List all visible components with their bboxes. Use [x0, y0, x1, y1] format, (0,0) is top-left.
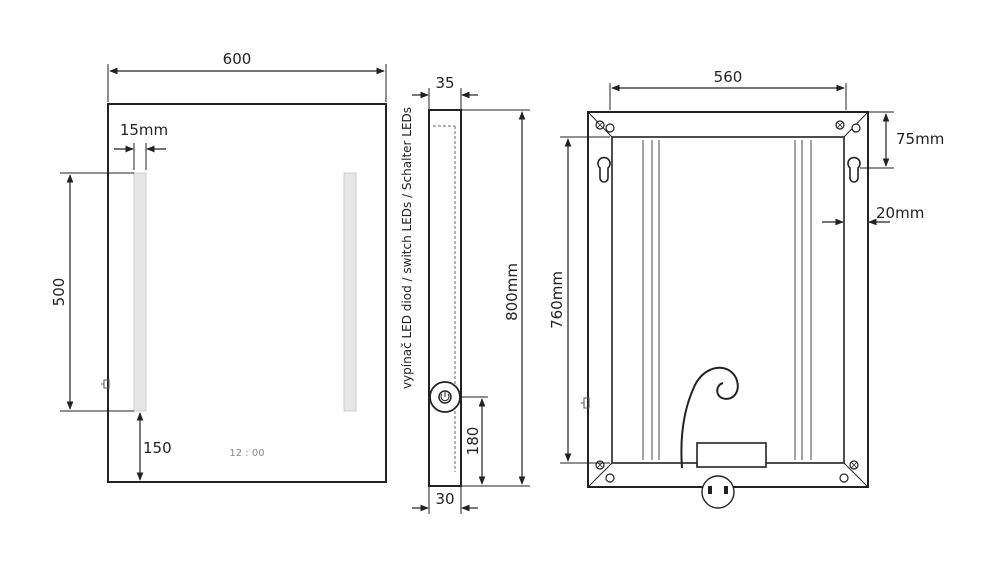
- led-height-label: 500: [50, 278, 68, 307]
- switch-height-label: 180: [464, 427, 482, 456]
- back-frame-outer: [587, 111, 869, 488]
- back-frame-inner: [611, 136, 845, 464]
- left-led-strip: [133, 172, 147, 412]
- corner-screw-icons: [595, 120, 861, 483]
- back-rails: [642, 140, 812, 460]
- bottom-offset-label: 150: [143, 439, 172, 457]
- back-view: 560: [548, 68, 944, 509]
- side-profile-outline: [428, 109, 462, 487]
- mirror-front-outline: [107, 103, 387, 483]
- back-switch-icon: [581, 397, 590, 409]
- front-width-label: 600: [223, 50, 252, 68]
- side-depth-top-label: 35: [435, 74, 454, 92]
- right-led-strip: [343, 172, 357, 412]
- switch-description-label: vypínač LED diod / switch LEDs / Schalte…: [400, 107, 414, 389]
- keyhole-hanger-icons: [597, 156, 861, 183]
- power-cable-icon: [680, 366, 739, 469]
- front-view: 600 15mm 500 150 12 : 00: [50, 50, 387, 483]
- side-view: 35 vypínač LED diod / switch LEDs / Scha…: [400, 74, 530, 514]
- hanger-offset-label: 75mm: [896, 130, 944, 148]
- power-plug-icon: [701, 475, 735, 509]
- back-height-label: 760mm: [548, 271, 566, 329]
- side-height-label: 800mm: [503, 263, 521, 321]
- front-switch-icon: [101, 379, 110, 389]
- side-depth-bottom-label: 30: [435, 490, 454, 508]
- back-width-label: 560: [714, 68, 743, 86]
- clock-display: 12 : 00: [229, 448, 264, 459]
- frame-offset-label: 20mm: [876, 204, 924, 222]
- junction-box: [696, 442, 767, 468]
- led-offset-label: 15mm: [120, 121, 168, 139]
